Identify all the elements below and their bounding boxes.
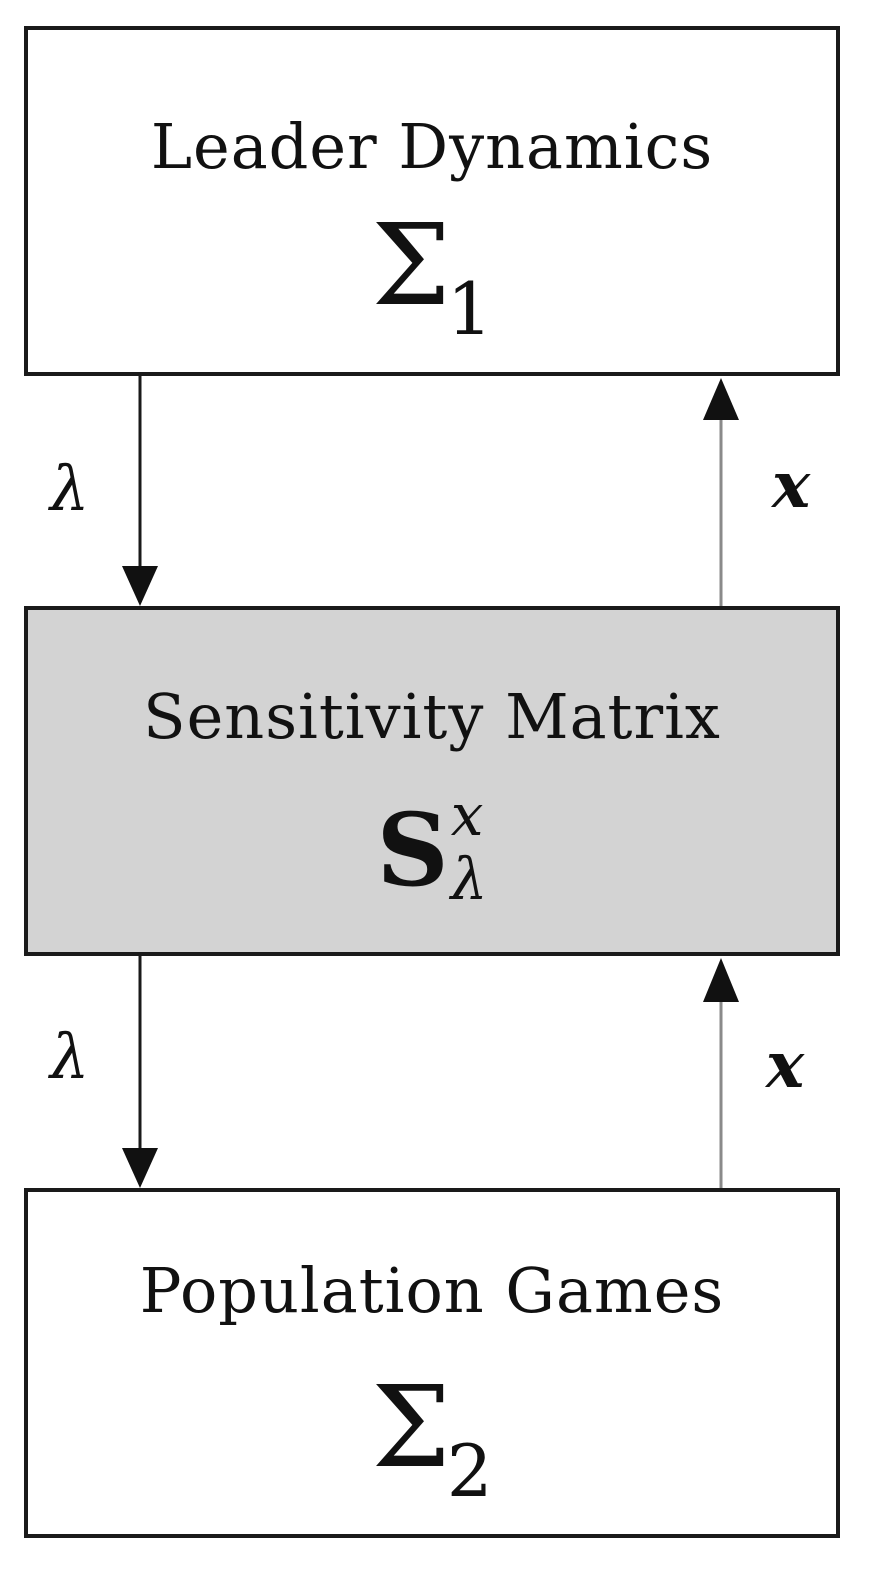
sigma-2-symbol: Σ2 [28,1372,836,1513]
lambda-label-upper: λ [50,452,90,525]
leader-dynamics-block: Leader Dynamics Σ1 [24,26,840,376]
sensitivity-matrix-title: Sensitivity Matrix [143,680,721,753]
arrow-x-lower [703,958,739,1188]
sigma-1-subscript: 1 [446,267,493,351]
sigma-1-glyph: Σ [371,201,451,331]
lambda-label-lower: λ [50,1020,90,1093]
arrow-lambda-upper [122,376,158,606]
S-subscript: λ [450,845,488,913]
x-label-lower: x [766,1028,805,1103]
population-games-block: Population Games Σ2 [24,1188,840,1538]
sigma-2-glyph: Σ [371,1363,451,1493]
x-label-upper: x [772,448,811,523]
S-superscript: x [450,781,484,849]
S-glyph: S [376,791,449,909]
sigma-2-subscript: 2 [446,1429,493,1513]
arrow-lambda-lower [122,956,158,1188]
population-games-title: Population Games [139,1254,725,1327]
leader-dynamics-title: Leader Dynamics [150,110,714,183]
sigma-1-symbol: Σ1 [28,210,836,351]
arrow-x-upper [703,378,739,606]
